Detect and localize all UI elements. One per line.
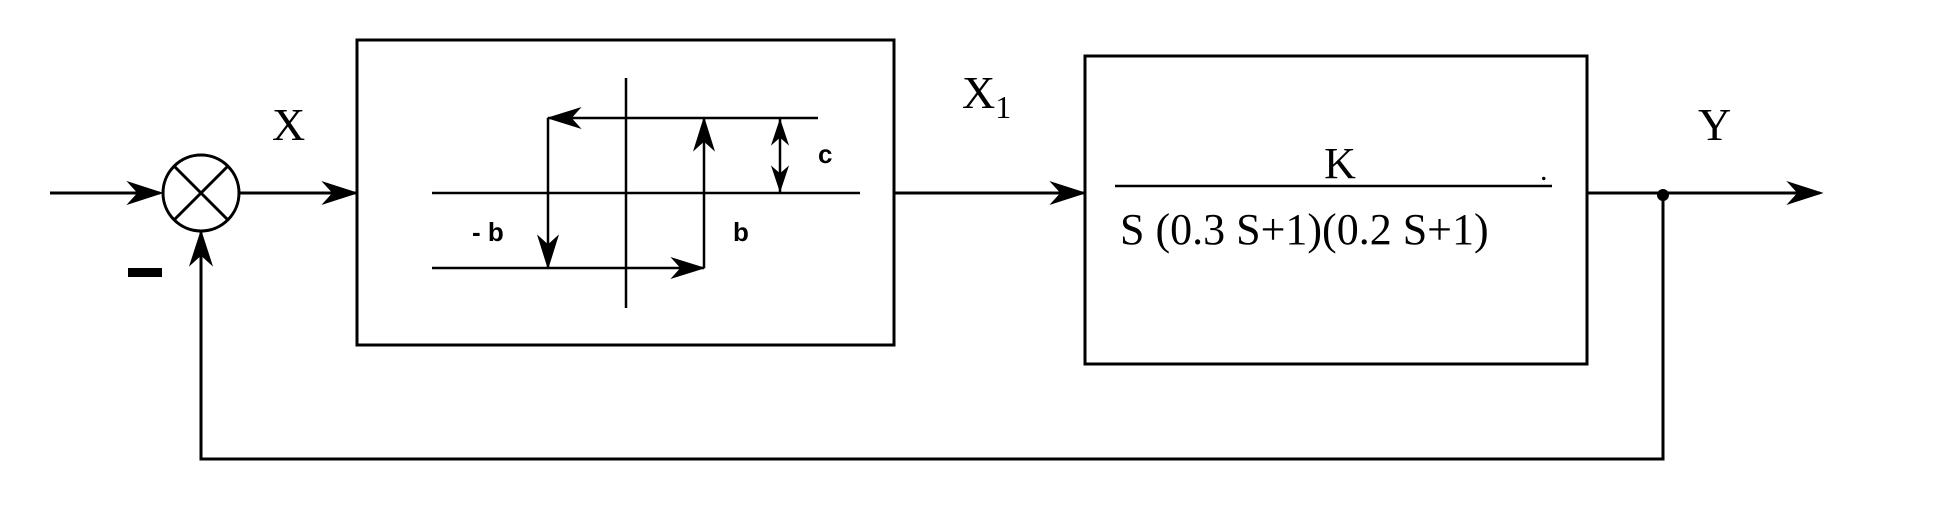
hysteresis-characteristic	[432, 78, 860, 308]
summing-junction	[161, 153, 241, 233]
minus-sign	[128, 268, 162, 277]
intermediate-signal-subscript: 1	[995, 89, 1011, 125]
plant-block	[1083, 54, 1589, 366]
intermediate-signal-x: X	[962, 67, 995, 118]
relay-b-label: b	[733, 217, 749, 247]
relay-neg-b-label: - b	[472, 217, 504, 247]
feedback-path	[199, 195, 1665, 461]
input-arrowhead	[126, 180, 164, 206]
output-arrowhead	[1786, 180, 1824, 206]
transfer-dot: .	[1540, 154, 1548, 187]
feedback-arrowhead	[188, 229, 214, 267]
x1-arrowhead	[1049, 180, 1087, 206]
relay-c-label: c	[818, 139, 832, 169]
intermediate-signal-label: X1	[962, 67, 1011, 125]
error-arrowhead	[321, 180, 359, 206]
transfer-denominator: S (0.3 S+1)(0.2 S+1)	[1120, 205, 1489, 254]
transfer-numerator: K	[1324, 139, 1356, 188]
output-signal-label: Y	[1698, 99, 1731, 150]
input-signal-label: X	[272, 99, 305, 150]
